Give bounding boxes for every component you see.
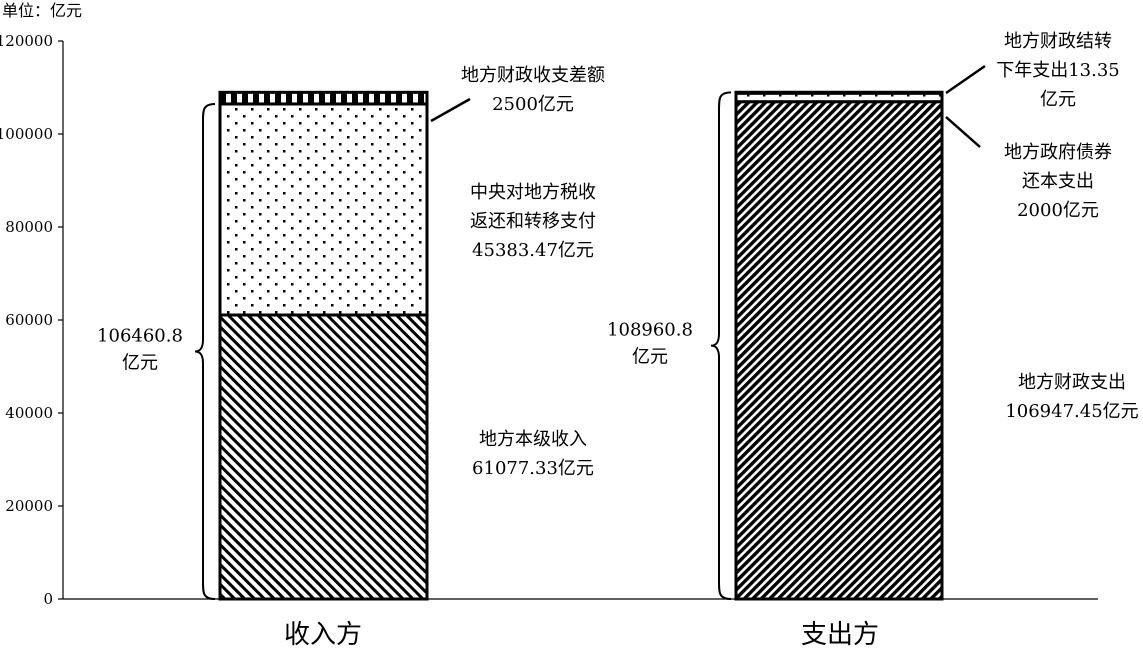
unit-label: 单位：亿元 bbox=[2, 1, 82, 20]
bar-segment bbox=[218, 313, 429, 601]
y-tick-label: 40000 bbox=[5, 404, 53, 422]
leader-line bbox=[945, 64, 986, 95]
bars: 收入方 支出方 bbox=[218, 90, 944, 648]
bar-segment bbox=[734, 100, 944, 601]
bar-segment bbox=[218, 90, 429, 106]
category-label: 支出方 bbox=[801, 620, 879, 648]
y-tick-label: 80000 bbox=[5, 218, 53, 236]
y-tick-label: 60000 bbox=[5, 311, 53, 329]
category-label: 收入方 bbox=[284, 620, 362, 648]
y-tick-label: 20000 bbox=[5, 497, 53, 515]
y-tick-label: 100000 bbox=[0, 125, 53, 143]
brace bbox=[710, 91, 732, 600]
leader-line bbox=[430, 97, 471, 123]
y-tick-label: 0 bbox=[43, 590, 53, 608]
bar-segment bbox=[734, 90, 944, 95]
y-tick-label: 120000 bbox=[0, 32, 53, 50]
bar-segment bbox=[218, 102, 429, 317]
leader-line bbox=[945, 116, 981, 148]
brace bbox=[194, 102, 216, 600]
